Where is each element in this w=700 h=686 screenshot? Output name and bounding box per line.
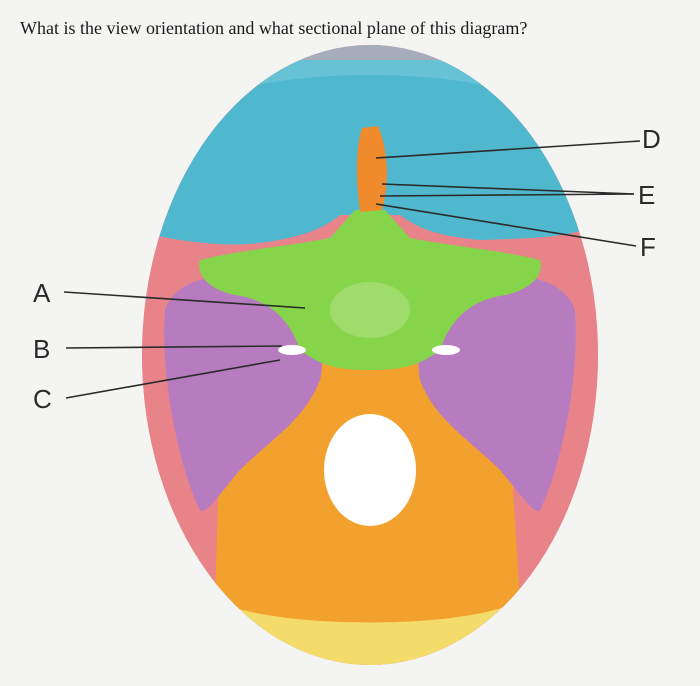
leader-line-b	[65, 345, 283, 349]
leader-line-f	[375, 203, 637, 247]
label-f: F	[640, 232, 656, 262]
label-b: B	[33, 334, 51, 364]
label-d: D	[642, 124, 661, 154]
question-text: What is the view orientation and what se…	[20, 18, 528, 38]
leader-line-a	[63, 291, 306, 309]
temporal-bone-right	[418, 277, 576, 511]
leader-line-d	[375, 140, 641, 159]
sella-turcica	[330, 282, 410, 338]
temporal-bone-left	[164, 277, 322, 511]
foramen-right	[432, 345, 460, 355]
leader-line-e2	[379, 193, 635, 197]
leader-lines	[63, 140, 641, 399]
leader-line-e1	[381, 183, 635, 195]
foramen-magnum	[324, 414, 416, 526]
label-c: C	[33, 384, 52, 414]
label-a: A	[33, 278, 51, 308]
foramen-left	[278, 345, 306, 355]
label-e: E	[638, 180, 656, 210]
leader-line-c	[65, 359, 281, 399]
ethmoid-bone	[356, 126, 387, 212]
